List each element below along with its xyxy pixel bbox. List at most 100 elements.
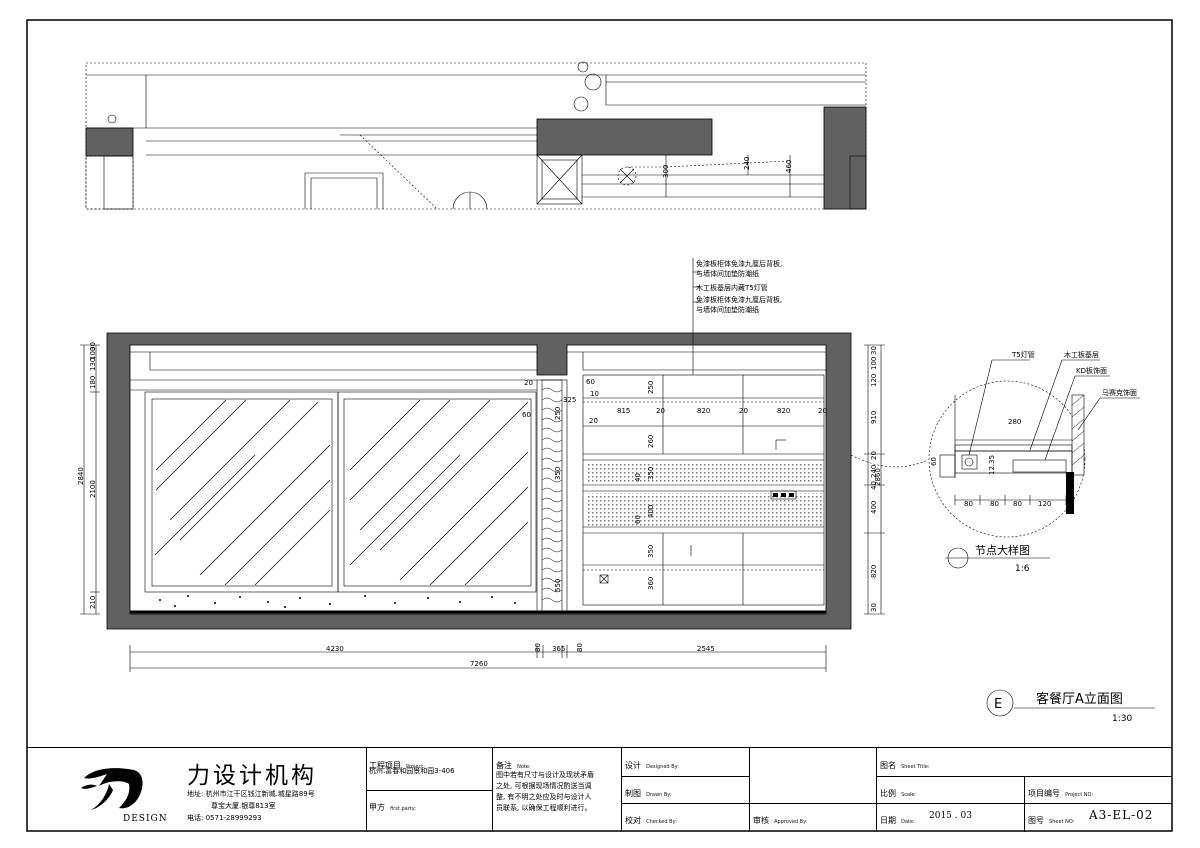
note-label: 备注	[496, 761, 512, 770]
wall-dim-350: 350	[554, 467, 562, 480]
cab-dim-250: 250	[647, 381, 655, 394]
dim-2545: 2545	[697, 645, 715, 653]
dim-80b: 80	[576, 643, 584, 652]
designed-label-en: Designed By:	[646, 764, 679, 770]
dim-left-180: 180	[89, 376, 97, 389]
note-cabinet-1b: 与墙体间加垫防潮纸	[696, 269, 759, 278]
client-label: 甲方	[369, 803, 385, 812]
date-value: 2015 . 03	[929, 811, 972, 821]
plan-view	[85, 61, 867, 210]
dim-right-2860: 2860	[874, 468, 882, 486]
cab-dim-20c: 20	[739, 407, 748, 415]
detail-scale: 1:6	[1015, 564, 1030, 574]
approved-label: 审核	[753, 816, 769, 825]
wall-dim-20: 20	[524, 379, 533, 387]
det-dim-120: 120	[1038, 500, 1051, 508]
firm-name: 力设计机构	[187, 763, 317, 789]
glass-door-left	[144, 391, 339, 593]
date-label-en: Date:	[901, 819, 915, 825]
project-no-label: 项目编号	[1028, 789, 1060, 798]
project-label-en: Project:	[406, 764, 425, 770]
note-cabinet-3b: 与墙体间加垫防潮纸	[696, 305, 759, 314]
firm-address: 地址: 杭州市江干区钱江新城.城星路89号 尊宝大厦.银尊813室 电话: 05…	[187, 788, 315, 824]
detail-bubble	[928, 359, 1140, 569]
checked-label-en: Checked By:	[646, 819, 677, 825]
dim-left-30: 30	[89, 342, 97, 351]
date-label: 日期	[880, 816, 896, 825]
detail-label-mosaic: 马赛克饰面	[1102, 388, 1137, 397]
wall-dim-325: 325	[563, 396, 576, 404]
det-dim-1235: 12.35	[988, 455, 996, 475]
dim-right-400: 400	[870, 501, 878, 514]
address-line-1: 地址: 杭州市江干区钱江新城.城星路89号	[187, 790, 315, 798]
detail-label-t5: T5灯管	[1011, 350, 1035, 359]
dim-right-40: 40	[870, 481, 878, 490]
dim-4230: 4230	[326, 645, 344, 653]
plan-dim-240: 240	[743, 157, 751, 170]
cab-dim-820b: 820	[777, 407, 790, 415]
cab-dim-40: 40	[634, 473, 642, 482]
det-dim-80c: 80	[1013, 500, 1022, 508]
project-no-label-en: Project NO:	[1065, 792, 1094, 798]
note-text-3: 整, 有不明之处应及时与设计人	[496, 793, 592, 801]
approved-label-en: Approved By:	[774, 819, 808, 825]
sheet-no-value: A3-EL-02	[1089, 808, 1154, 822]
note-text-2: 之处, 可根据现场情况酌送当调	[496, 782, 592, 790]
dim-left-2100: 2100	[89, 480, 97, 498]
sheet-title-label: 图名	[880, 761, 896, 770]
cab-dim-820a: 820	[697, 407, 710, 415]
cab-dim-350b: 350	[647, 467, 655, 480]
scale-label: 比例	[880, 789, 896, 798]
checked-label: 校对	[625, 816, 641, 825]
cab-dim-20a: 20	[589, 417, 598, 425]
dim-right-30b: 30	[870, 603, 878, 612]
dim-right-30a: 30	[870, 346, 878, 355]
dim-left-210: 210	[89, 596, 97, 609]
detail-label-base: 木工板基层	[1064, 350, 1099, 359]
cab-dim-815: 815	[617, 407, 630, 415]
note-cabinet-3a: 免漆板柜体免漆九厘后背板,	[696, 295, 782, 304]
note-text: 图中若有尺寸与设计及现状矛盾 之处, 可根据现场情况酌送当调 整, 有不明之处应…	[496, 770, 594, 814]
cab-dim-60b: 60	[634, 515, 642, 524]
wall-dim-250: 250	[554, 407, 562, 420]
note-text-4: 员联系, 以确保工程顺利进行。	[496, 804, 592, 812]
title-block: DESIGN 力设计机构 地址: 杭州市江干区钱江新城.城星路89号 尊宝大厦.…	[27, 747, 1172, 832]
dim-365: 365	[552, 645, 565, 653]
cab-dim-400: 400	[647, 505, 655, 518]
cab-dim-260: 260	[647, 435, 655, 448]
wall-dim-60: 60	[522, 411, 531, 419]
sheet-border	[26, 19, 1173, 832]
elevation-view	[80, 258, 929, 672]
dim-left-2840: 2840	[77, 467, 85, 485]
drawn-label-en: Drawn By:	[646, 792, 672, 798]
dim-80a: 80	[534, 643, 542, 652]
title-marker-circle	[986, 689, 1014, 717]
plan-wall-left	[85, 127, 134, 157]
switch-box	[599, 574, 609, 584]
socket-panel	[770, 490, 797, 500]
dim-right-820: 820	[870, 565, 878, 578]
dim-right-100: 100	[870, 357, 878, 370]
note-text-1: 图中若有尺寸与设计及现状矛盾	[496, 771, 594, 779]
det-dim-60: 60	[930, 457, 938, 466]
plan-dim-460: 460	[785, 160, 793, 173]
plan-dim-300: 300	[662, 165, 670, 178]
scale-label-en: Scale:	[901, 792, 917, 798]
project-value: 杭州.富春和园景和园3-406	[369, 767, 455, 775]
note-t5: 木工板基层内藏T5灯管	[696, 283, 768, 292]
cab-dim-20d: 20	[818, 407, 827, 415]
cabinet-outline	[582, 374, 825, 606]
sheet-no-label-en: Sheet NO:	[1049, 819, 1075, 825]
dim-right-910: 910	[870, 411, 878, 424]
plan-wall-right	[823, 106, 867, 210]
elevation-frame	[106, 332, 852, 630]
cab-dim-350a: 350	[647, 545, 655, 558]
note-label-en: Note:	[517, 764, 531, 770]
project-label: 工程项目	[369, 761, 401, 770]
detail-label-kd: KD板饰面	[1076, 366, 1107, 375]
address-line-2: 尊宝大厦.银尊813室	[211, 802, 276, 810]
designed-label: 设计	[625, 761, 641, 770]
drawing-scale: 1:30	[1112, 714, 1132, 724]
detail-title: 节点大样图	[975, 543, 1030, 557]
